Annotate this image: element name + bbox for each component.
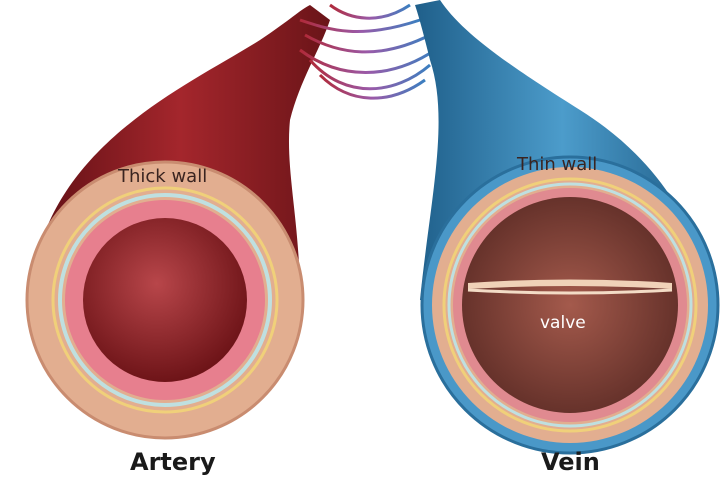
artery-wall-label: Thick wall	[117, 166, 207, 187]
capillary-bed	[299, 3, 436, 100]
vein-lumen	[462, 197, 678, 413]
valve-label: valve	[540, 313, 586, 333]
artery-lumen	[83, 218, 247, 382]
vein-label: Vein	[541, 448, 600, 476]
artery	[25, 5, 330, 440]
vein-wall-label: Thin wall	[516, 154, 597, 175]
artery-label: Artery	[130, 448, 216, 476]
vein	[415, 0, 720, 455]
valve-flap	[468, 279, 672, 289]
